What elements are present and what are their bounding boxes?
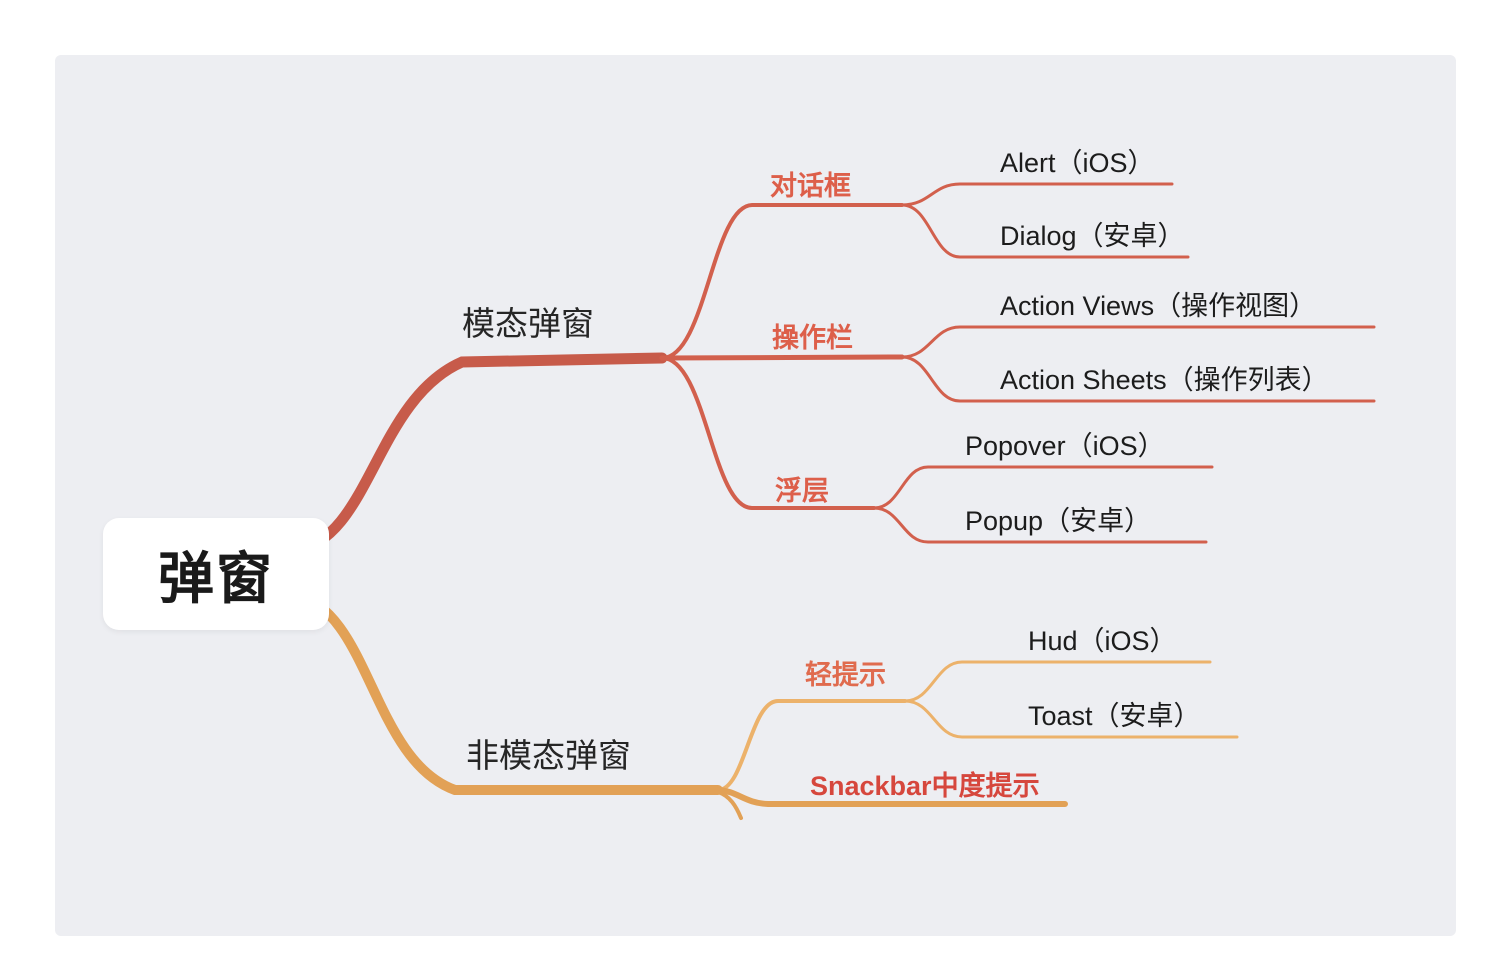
leaf-node-action-views[interactable]: Action Views（操作视图） [1000,291,1317,321]
branch-node-modal[interactable]: 模态弹窗 [462,305,594,342]
subbranch-node-dialogbox[interactable]: 对话框 [770,171,851,201]
subbranch-node-floatlayer[interactable]: 浮层 [775,476,829,506]
root-node-popup[interactable]: 弹窗 [103,518,329,630]
leaf-node-alert-ios[interactable]: Alert（iOS） [1000,148,1155,178]
subbranch-node-snackbar[interactable]: Snackbar中度提示 [810,771,1040,801]
mindmap-background-panel [55,55,1456,936]
subbranch-node-actionbar[interactable]: 操作栏 [772,323,853,353]
leaf-node-hud-ios[interactable]: Hud（iOS） [1028,626,1177,656]
subbranch-node-lighttip[interactable]: 轻提示 [805,660,886,690]
branch-node-nonmodal[interactable]: 非模态弹窗 [466,737,631,774]
leaf-node-action-sheets[interactable]: Action Sheets（操作列表） [1000,365,1329,395]
leaf-node-popup-android[interactable]: Popup（安卓） [965,506,1152,536]
leaf-node-popover-ios[interactable]: Popover（iOS） [965,431,1165,461]
leaf-node-dialog-android[interactable]: Dialog（安卓） [1000,221,1185,251]
leaf-node-toast-android[interactable]: Toast（安卓） [1028,701,1201,731]
